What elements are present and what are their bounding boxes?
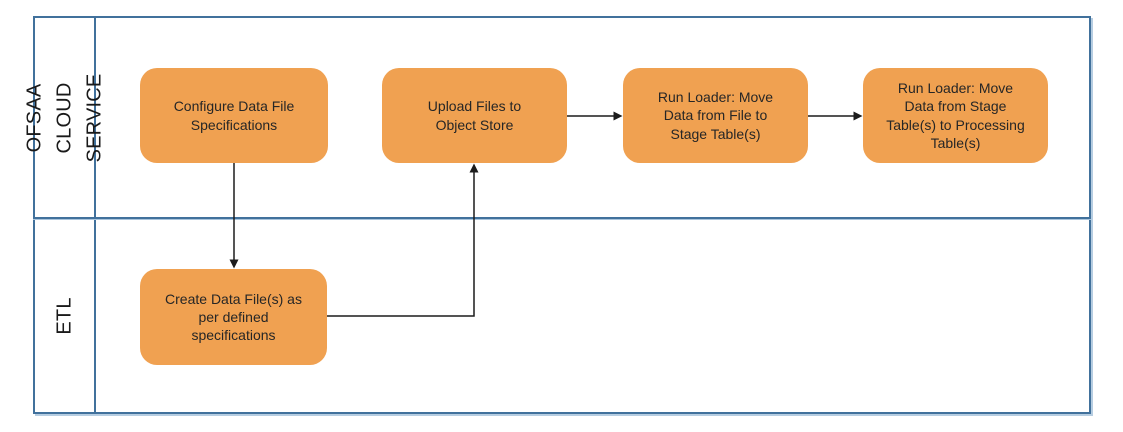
node-create-data-files: Create Data File(s) as per defined speci… [140, 269, 327, 365]
node-run-loader-stage-to-processing: Run Loader: Move Data from Stage Table(s… [863, 68, 1048, 163]
lane-label-column-divider [94, 16, 96, 414]
node-run-loader-file-to-stage: Run Loader: Move Data from File to Stage… [623, 68, 808, 163]
swimlane-frame [33, 16, 1091, 414]
lane-divider [33, 217, 1091, 220]
node-configure-data-file-specifications: Configure Data File Specifications [140, 68, 328, 163]
node-upload-files-to-object-store: Upload Files to Object Store [382, 68, 567, 163]
